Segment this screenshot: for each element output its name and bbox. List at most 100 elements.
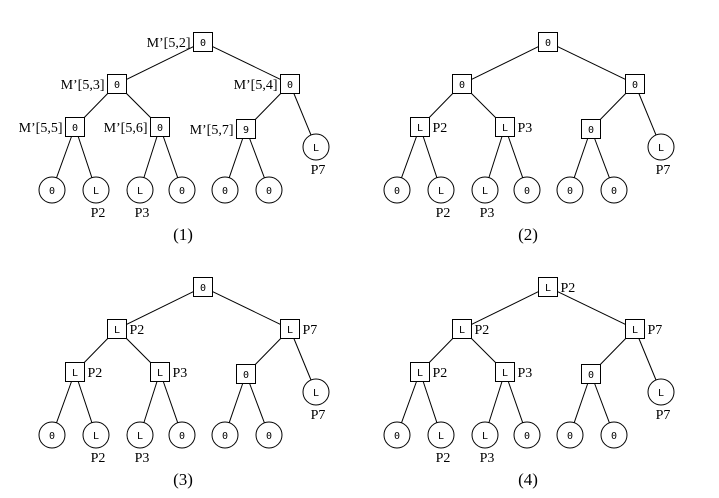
node-box — [625, 74, 645, 94]
tree-edge — [401, 136, 417, 178]
node-value: 0 — [157, 123, 163, 134]
leaf-node: L P2 — [427, 421, 455, 466]
node-value: L — [137, 186, 143, 197]
tree-edge — [471, 46, 539, 80]
node-label: P2 — [433, 121, 448, 136]
internal-node: 0M’[5,6] — [104, 117, 170, 137]
node-value: 0 — [611, 186, 617, 197]
internal-node: 0M’[5,5] — [19, 117, 85, 137]
node-label: P7 — [648, 323, 663, 338]
node-box — [65, 362, 85, 382]
node-circle — [383, 421, 411, 449]
tree-edge — [594, 383, 610, 423]
tree-edge — [126, 291, 194, 325]
internal-node: 0 — [452, 74, 472, 94]
node-value: L — [93, 431, 99, 442]
node-value: 0 — [459, 80, 465, 91]
node-label: P7 — [656, 163, 671, 178]
internal-node: 0 — [581, 364, 601, 384]
node-value: L — [502, 123, 508, 134]
node-circle — [647, 133, 675, 161]
node-label: P3 — [518, 366, 533, 381]
node-box — [236, 364, 256, 384]
node-box — [581, 119, 601, 139]
leaf-node: LP2 — [82, 421, 110, 466]
leaf-node: 0 — [255, 176, 283, 204]
node-value: L — [72, 368, 78, 379]
leaf-node: 0 — [383, 176, 411, 204]
leaf-node: LP2 — [427, 176, 455, 221]
node-label: P2 — [88, 366, 103, 381]
node-value: 0 — [567, 186, 573, 197]
internal-node: L P2 — [452, 319, 490, 339]
node-value: 0 — [524, 431, 530, 442]
node-box — [280, 74, 300, 94]
leaf-node: LP7 — [647, 378, 675, 423]
tree-edge — [599, 93, 627, 120]
node-value: L — [632, 325, 638, 336]
node-label: M’[5,4] — [234, 78, 278, 93]
node-label: P2 — [433, 366, 448, 381]
leaf-node: 0 — [211, 176, 239, 204]
node-value: 0 — [114, 80, 120, 91]
panel-caption: (3) — [173, 470, 193, 489]
node-label: P2 — [91, 206, 106, 221]
leaf-node: 0 — [556, 176, 584, 204]
node-circle — [647, 378, 675, 406]
node-value: L — [438, 431, 444, 442]
node-value: L — [459, 325, 465, 336]
node-box — [193, 32, 213, 52]
leaf-node: 0 — [168, 421, 196, 449]
leaf-node: L P7 — [302, 133, 330, 178]
node-label: P7 — [311, 163, 326, 178]
node-value: 0 — [588, 125, 594, 136]
node-circle — [126, 421, 154, 449]
node-value: 0 — [524, 186, 530, 197]
panel-caption: (2) — [518, 225, 538, 244]
node-circle — [38, 421, 66, 449]
tree-edge — [249, 383, 265, 423]
node-label: P3 — [480, 451, 495, 466]
tree-edge — [228, 138, 244, 178]
node-label: P3 — [135, 206, 150, 221]
tree-edge — [254, 338, 282, 365]
internal-node: 0 — [581, 119, 601, 139]
node-value: 0 — [394, 431, 400, 442]
node-label: P2 — [475, 323, 490, 338]
internal-node: 0M’[5,3] — [61, 74, 127, 94]
node-box — [538, 277, 558, 297]
tree-edge — [212, 46, 281, 80]
node-box — [495, 362, 515, 382]
node-box — [581, 364, 601, 384]
tree-edge — [471, 338, 496, 363]
tree-edge — [599, 338, 627, 365]
node-circle — [302, 378, 330, 406]
node-box — [65, 117, 85, 137]
node-value: 0 — [287, 80, 293, 91]
tree-edge — [254, 93, 282, 120]
tree-edge — [249, 138, 265, 178]
tree-edge — [126, 46, 194, 80]
node-value: 9 — [243, 125, 249, 136]
node-value: L — [313, 143, 319, 154]
node-box — [150, 117, 170, 137]
node-value: L — [658, 143, 664, 154]
leaf-node: 0 — [211, 421, 239, 449]
leaf-node: 0 — [255, 421, 283, 449]
node-value: L — [157, 368, 163, 379]
leaf-node: 0 — [38, 176, 66, 204]
node-value: 0 — [49, 431, 55, 442]
tree-edge — [422, 381, 438, 423]
tree-edge — [56, 136, 72, 178]
internal-node: 0 — [193, 277, 213, 297]
node-circle — [427, 176, 455, 204]
tree-edge — [77, 136, 93, 178]
node-label: P2 — [436, 451, 451, 466]
node-circle — [211, 176, 239, 204]
node-label: M’[5,5] — [19, 121, 63, 136]
node-value: 0 — [179, 186, 185, 197]
leaf-node: LP3 — [471, 421, 499, 466]
internal-node: 9M’[5,7] — [190, 119, 256, 139]
